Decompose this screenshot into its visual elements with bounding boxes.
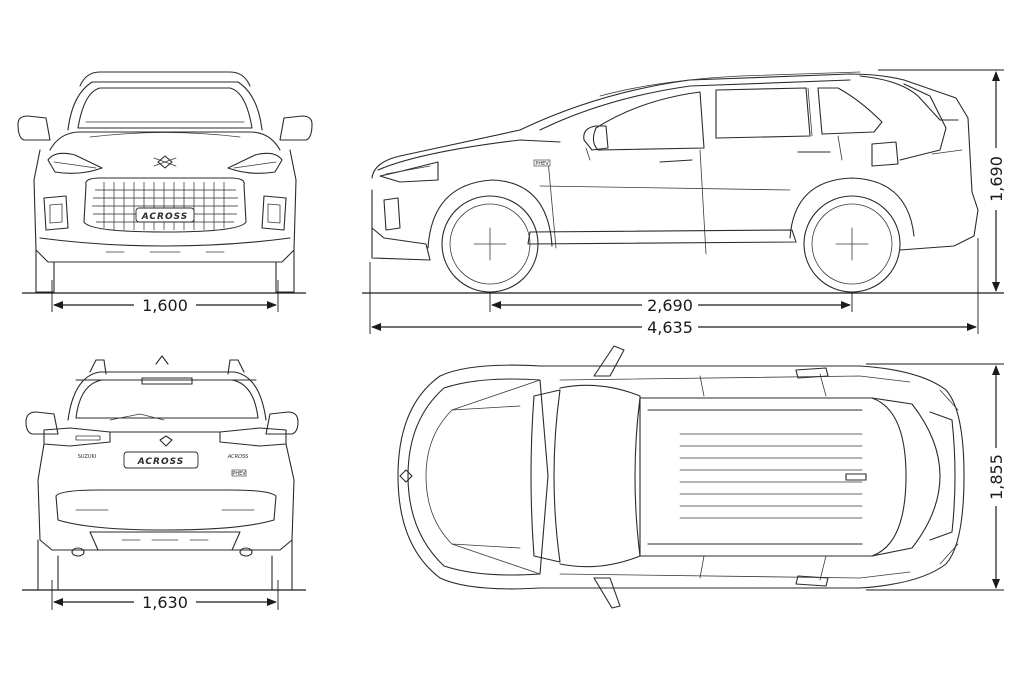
rear-model-badge: ACROSS <box>137 457 185 467</box>
side-view-dimensions: 2,690 4,635 1,690 <box>362 69 1006 337</box>
wheelbase-label: 2,690 <box>647 296 693 315</box>
side-view: PHEV <box>371 71 979 293</box>
rear-track-label: 1,630 <box>142 593 188 612</box>
rear-view: ACROSS SUZUKI ACROSS PHEV <box>25 355 299 591</box>
rear-script-badge: ACROSS <box>227 454 249 460</box>
side-hybrid-badge: PHEV <box>535 161 549 167</box>
top-view <box>397 345 965 609</box>
front-view: ACROSS <box>17 71 313 293</box>
rear-maker-badge: SUZUKI <box>78 454 97 460</box>
overall-width-label: 1,855 <box>987 454 1006 500</box>
front-track-label: 1,600 <box>142 296 188 315</box>
rear-hybrid-badge: PHEV <box>232 471 246 477</box>
front-model-badge: ACROSS <box>141 212 189 222</box>
rear-track-dimension: 1,630 <box>22 580 306 612</box>
overall-length-label: 4,635 <box>647 318 693 337</box>
overall-height-label: 1,690 <box>987 156 1006 202</box>
width-dimension: 1,855 <box>866 363 1006 591</box>
front-track-dimension: 1,600 <box>22 280 306 315</box>
front-grille-pattern <box>92 182 238 230</box>
